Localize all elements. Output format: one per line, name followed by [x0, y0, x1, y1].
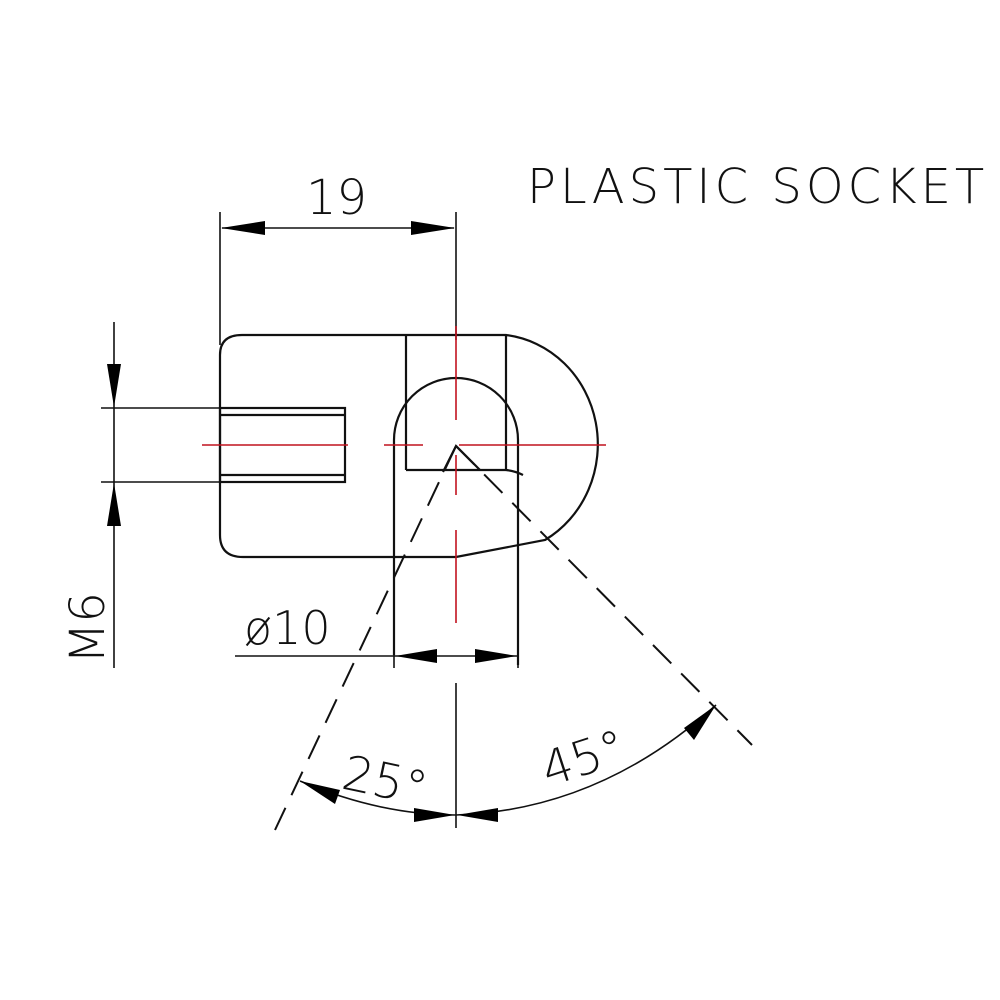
dimension-thread-label: M6	[60, 592, 116, 664]
swing-lines	[274, 445, 753, 831]
dimension-diameter-label: ø10	[244, 601, 331, 655]
centerlines	[202, 326, 606, 623]
dimension-length-label: 19	[306, 170, 367, 226]
dimension-diameter: ø10	[235, 601, 519, 668]
drawing-title: PLASTIC SOCKET	[527, 159, 988, 215]
angle-right-label: 45°	[534, 719, 632, 799]
dimension-thread: M6	[60, 322, 220, 668]
dimension-angles: 25° 45°	[299, 683, 717, 828]
dimension-length: 19	[219, 170, 457, 345]
angle-left-label: 25°	[338, 745, 433, 817]
